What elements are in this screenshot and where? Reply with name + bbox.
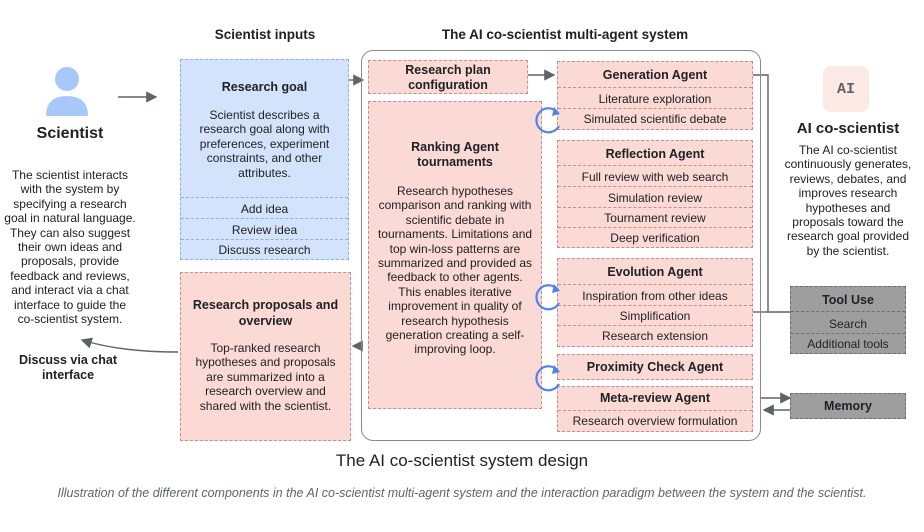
ranking-agent-box: Ranking Agent tournaments Research hypot… [368, 101, 542, 409]
tool-use-box: Tool Use Search Additional tools [790, 286, 906, 354]
agent-divider [558, 186, 752, 187]
person-icon [46, 67, 88, 116]
research-plan-config-title: Research plan configuration [405, 63, 491, 92]
ai-logo-text: AI [836, 80, 855, 98]
deep-verification-item: Deep verification [610, 231, 700, 245]
tool-divider [791, 333, 905, 334]
evolution-agent-box: Evolution Agent Inspiration from other i… [557, 258, 753, 347]
additional-tools-item: Additional tools [807, 337, 889, 351]
proximity-check-agent-box: Proximity Check Agent [557, 354, 753, 380]
agent-divider [558, 284, 752, 285]
generation-agent-box: Generation Agent Literature exploration … [557, 61, 753, 130]
research-extension-item: Research extension [601, 329, 709, 343]
research-goal-title: Research goal [221, 80, 308, 94]
search-tool-item: Search [828, 317, 868, 331]
agent-divider [558, 410, 752, 411]
agent-divider [558, 108, 752, 109]
tool-use-title: Tool Use [822, 293, 874, 307]
scientist-inputs-header: Scientist inputs [214, 27, 316, 42]
generation-agent-title: Generation Agent [602, 68, 708, 82]
research-goal-panel: Research goal Scientist describes a rese… [180, 59, 349, 260]
add-idea-item[interactable]: Add idea [240, 202, 289, 216]
research-overview-formulation-item: Research overview formulation [572, 414, 738, 428]
discuss-via-chat-label: Discuss via chat interface [19, 353, 117, 382]
research-goal-body: Scientist describes a research goal alon… [199, 108, 330, 180]
literature-exploration-item: Literature exploration [598, 92, 712, 106]
agent-divider [558, 305, 752, 306]
memory-title: Memory [824, 399, 872, 413]
memory-box: Memory [790, 393, 906, 419]
discuss-research-item[interactable]: Discuss research [218, 243, 311, 257]
research-proposals-title: Research proposals and overview [192, 298, 339, 328]
agent-divider [558, 227, 752, 228]
ai-logo-icon: AI [823, 66, 869, 112]
agent-divider [558, 165, 752, 166]
scientist-label: Scientist [36, 125, 104, 142]
meta-review-agent-box: Meta-review Agent Research overview form… [557, 386, 753, 432]
figure-title: The AI co-scientist system design [335, 451, 589, 470]
goal-divider [181, 239, 348, 240]
figure-caption: Illustration of the different components… [57, 486, 867, 500]
goal-divider [181, 197, 348, 198]
tool-divider [791, 311, 905, 312]
research-proposals-panel: Research proposals and overview Top-rank… [180, 272, 351, 441]
inspiration-item: Inspiration from other ideas [582, 289, 728, 303]
evolution-agent-title: Evolution Agent [607, 265, 703, 279]
reflection-agent-box: Reflection Agent Full review with web se… [557, 140, 753, 248]
agent-divider [558, 87, 752, 88]
loop-arrow-icon [535, 284, 560, 311]
system-header: The AI co-scientist multi-agent system [441, 27, 689, 42]
ai-co-scientist-description: The AI co-scientist continuously generat… [784, 143, 912, 258]
multi-agent-system-container [361, 50, 761, 441]
scientist-description: The scientist interacts with the system … [4, 168, 136, 327]
review-idea-item[interactable]: Review idea [231, 223, 298, 237]
simplification-item: Simplification [619, 309, 691, 323]
simulated-debate-item: Simulated scientific debate [583, 112, 727, 126]
simulation-review-item: Simulation review [607, 191, 703, 205]
ranking-agent-title: Ranking Agent tournaments [411, 140, 499, 169]
agent-divider [558, 207, 752, 208]
proximity-check-agent-title: Proximity Check Agent [586, 360, 724, 374]
ranking-agent-body: Research hypotheses comparison and ranki… [377, 184, 533, 357]
agent-divider [558, 325, 752, 326]
goal-divider [181, 218, 348, 219]
research-proposals-body: Top-ranked research hypotheses and propo… [195, 341, 336, 413]
ai-co-scientist-label: AI co-scientist [796, 120, 900, 137]
tournament-review-item: Tournament review [604, 211, 706, 225]
loop-arrow-icon [535, 107, 560, 134]
loop-arrow-icon [535, 365, 560, 392]
full-review-item: Full review with web search [581, 170, 729, 184]
reflection-agent-title: Reflection Agent [605, 147, 705, 161]
research-plan-config-box: Research plan configuration [368, 60, 528, 94]
meta-review-agent-title: Meta-review Agent [600, 391, 710, 405]
